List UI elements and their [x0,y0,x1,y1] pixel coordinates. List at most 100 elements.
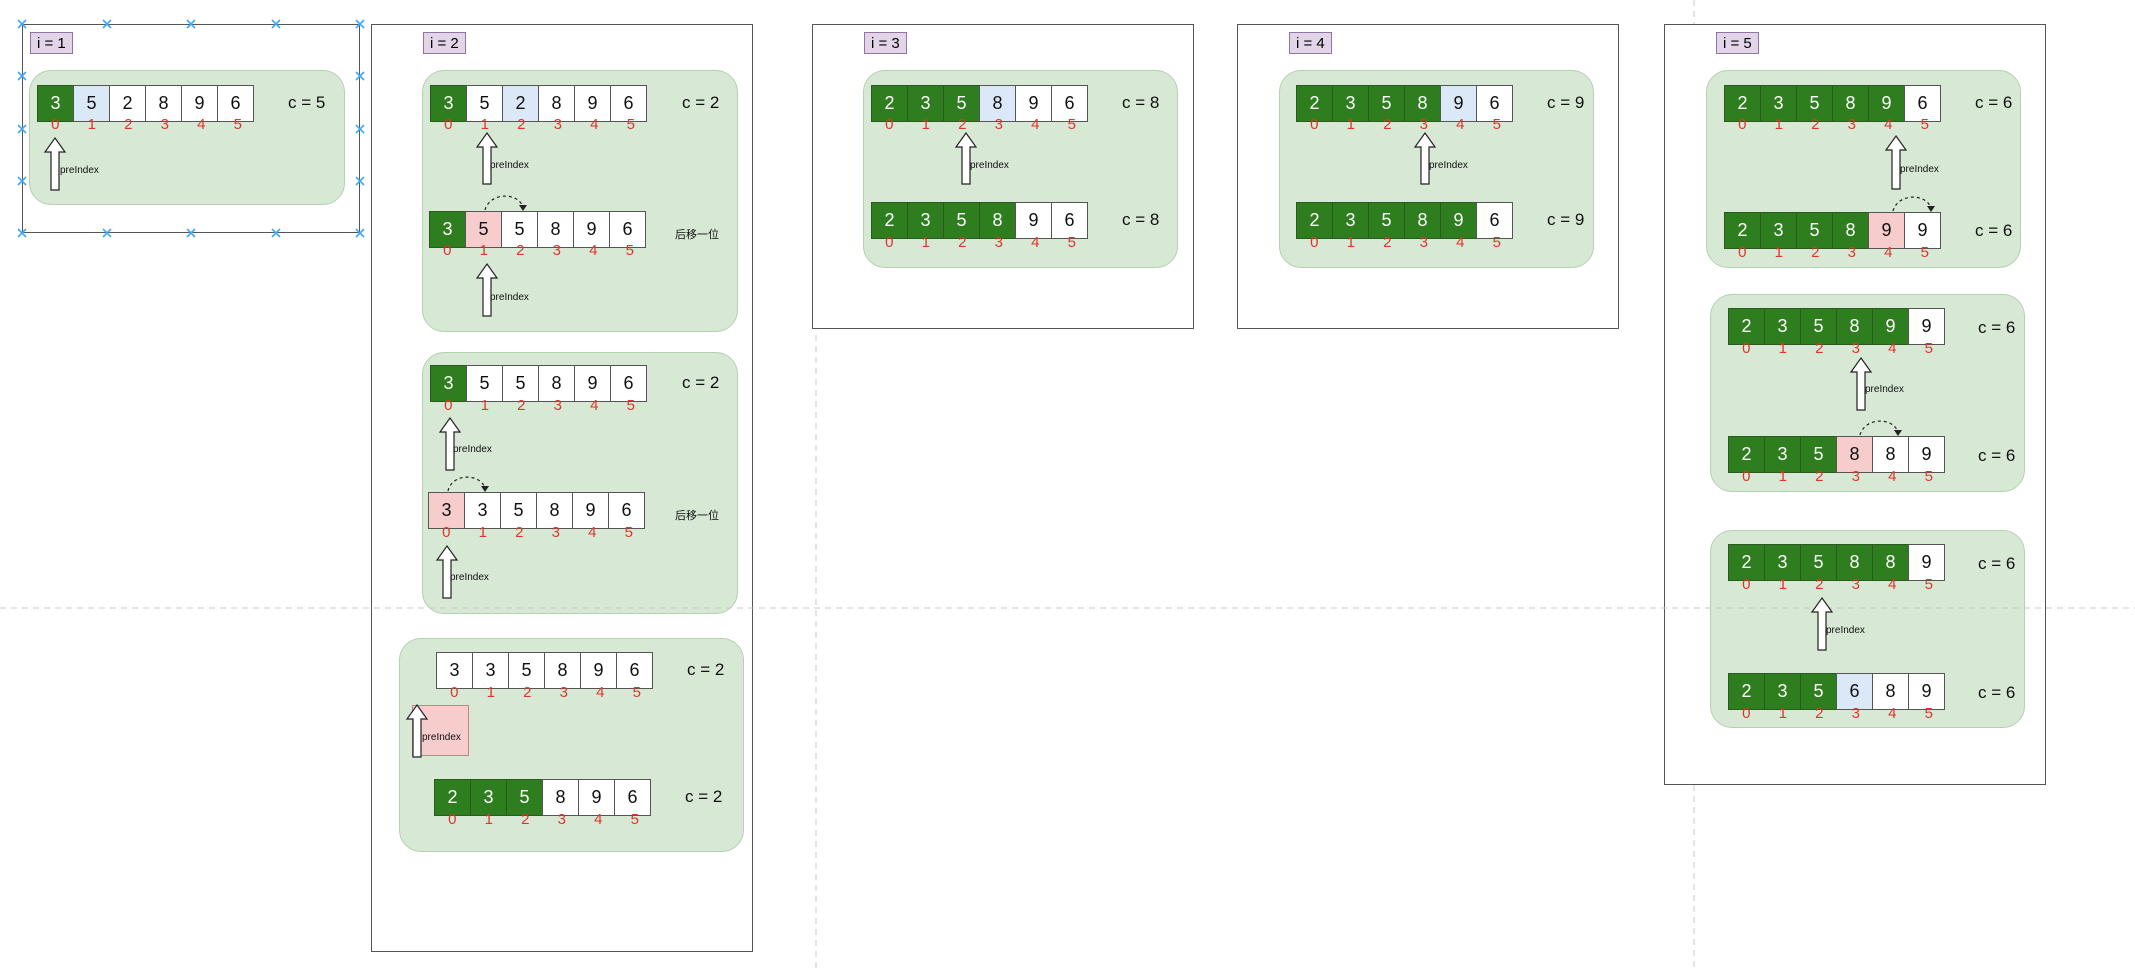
array-cell: 5 [466,85,503,122]
index-label: 0 [448,811,457,828]
array-cell: 5 [1796,85,1833,122]
array-cell: 3 [1764,436,1801,473]
index-label: 1 [1778,576,1787,593]
array-cell: 6 [608,492,645,529]
array-cell: 9 [580,652,617,689]
array-row: 2 3 5 6 8 9 [1728,673,1945,710]
index-label: 2 [1811,116,1820,133]
index-label: 0 [450,684,459,701]
index-label: 2 [521,811,530,828]
array-row: 2 3 5 8 8 9 [1728,436,1945,473]
index-label: 4 [590,116,599,133]
c-label: c = 2 [687,660,725,679]
array-cell: 6 [1904,85,1941,122]
index-label: 0 [1738,116,1747,133]
c-label: c = 6 [1978,554,2016,573]
c-label: c = 2 [682,93,720,112]
frame-i2 [371,24,753,952]
array-cell: 3 [907,202,944,239]
array-cell: 2 [1728,673,1765,710]
array-cell: 3 [472,652,509,689]
index-label: 4 [1884,116,1893,133]
frame-label: i = 3 [864,32,907,54]
index-label: 4 [588,524,597,541]
index-label: 5 [1924,468,1933,485]
array-cell: 3 [464,492,501,529]
index-label: 1 [921,116,930,133]
array-cell: 6 [614,779,651,816]
c-label: c = 2 [682,373,720,392]
index-label: 5 [1924,576,1933,593]
array-cell: 9 [1872,308,1909,345]
index-label: 5 [1920,244,1929,261]
c-label: c = 6 [1975,93,2013,112]
index-label: 3 [1419,116,1428,133]
array-cell: 9 [1015,85,1052,122]
index-label: 3 [994,234,1003,251]
index-label: 0 [1310,116,1319,133]
array-cell: 9 [574,365,611,402]
index-label: 0 [1742,705,1751,722]
array-cell: 5 [508,652,545,689]
array-cell: 8 [538,85,575,122]
array-cell: 3 [1332,85,1369,122]
index-label: 0 [51,116,60,133]
array-cell: 3 [470,779,507,816]
array-cell: 9 [572,492,609,529]
index-label: 3 [553,397,562,414]
array-cell: 2 [871,85,908,122]
array-row: 3 5 2 8 9 6 [430,85,647,122]
array-cell: 6 [609,211,646,248]
index-label: 3 [1847,244,1856,261]
index-label: 3 [1851,468,1860,485]
index-label: 5 [1492,116,1501,133]
array-row: 2 3 5 8 9 6 [434,779,651,816]
array-cell: 2 [1728,436,1765,473]
array-cell: 6 [1051,85,1088,122]
array-cell: 9 [574,85,611,122]
array-cell: 5 [465,211,502,248]
index-label: 1 [478,524,487,541]
array-cell: 6 [1836,673,1873,710]
index-label: 5 [630,811,639,828]
array-row: 2 3 5 8 9 6 [1296,85,1513,122]
array-cell: 6 [1476,85,1513,122]
array-cell: 3 [1332,202,1369,239]
index-label: 0 [1738,244,1747,261]
c-label: c = 6 [1978,446,2016,465]
index-label: 4 [1888,576,1897,593]
array-cell: 2 [871,202,908,239]
array-cell: 9 [1904,212,1941,249]
array-cell: 2 [502,85,539,122]
array-cell: 8 [979,85,1016,122]
array-row: 3 3 5 8 9 6 [428,492,645,529]
index-label: 1 [1346,234,1355,251]
index-label: 5 [624,524,633,541]
array-row: 2 3 5 8 9 6 [871,202,1088,239]
array-row: 3 5 5 8 9 6 [430,365,647,402]
index-label: 1 [1774,116,1783,133]
array-cell: 9 [1908,673,1945,710]
index-label: 3 [160,116,169,133]
index-label: 5 [1924,340,1933,357]
index-label: 3 [551,524,560,541]
index-label: 1 [1778,340,1787,357]
array-cell: 2 [1724,212,1761,249]
index-label: 5 [1492,234,1501,251]
index-label: 2 [958,116,967,133]
array-row: 2 3 5 8 9 6 [1296,202,1513,239]
array-row: 3 5 2 8 9 6 [37,85,254,122]
index-label: 2 [1383,116,1392,133]
c-label: c = 6 [1978,683,2016,702]
index-label: 1 [486,684,495,701]
array-cell: 8 [542,779,579,816]
index-label: 4 [594,811,603,828]
